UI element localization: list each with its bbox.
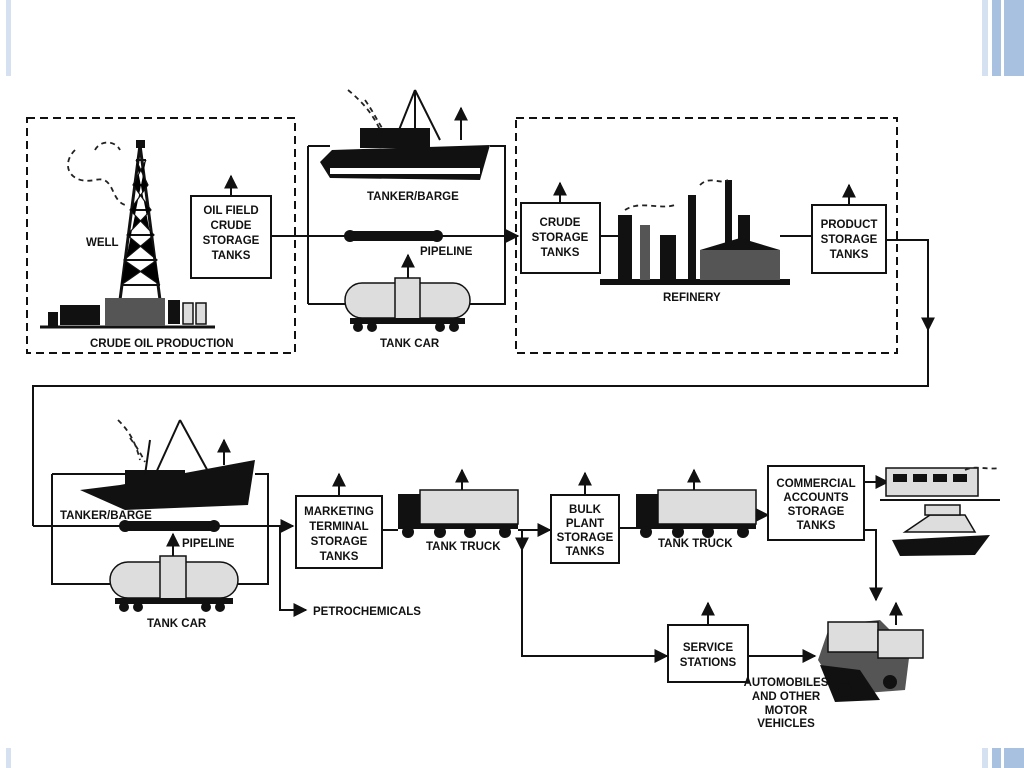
bulk-plant-box: BULK PLANT STORAGE TANKS bbox=[550, 494, 620, 564]
tanker-barge-ship-icon-bottom bbox=[80, 419, 255, 510]
svg-text:TANKS: TANKS bbox=[830, 249, 869, 261]
automobiles-label-line2: AND OTHER bbox=[752, 691, 821, 703]
tank-truck-icon-1 bbox=[398, 468, 519, 538]
svg-text:STATIONS: STATIONS bbox=[680, 657, 737, 669]
commercial-accounts-box: COMMERCIAL ACCOUNTS STORAGE TANKS bbox=[767, 465, 865, 541]
slide-accent-right-top-1 bbox=[982, 0, 988, 76]
slide-accent-right-bottom-3 bbox=[1004, 748, 1024, 768]
crude-oil-production-label: CRUDE OIL PRODUCTION bbox=[90, 338, 234, 350]
crude-storage-box: CRUDE STORAGE TANKS bbox=[520, 202, 601, 274]
refinery-area bbox=[515, 117, 898, 354]
motor-vehicles-icon bbox=[818, 601, 924, 702]
connector-to-vehicles bbox=[864, 529, 883, 602]
automobiles-label-line4: VEHICLES bbox=[757, 718, 815, 730]
slide-accent-left-top bbox=[6, 0, 11, 76]
svg-text:BULK: BULK bbox=[569, 504, 602, 516]
pipeline-icon-bottom bbox=[119, 520, 220, 532]
tank-car-icon-bottom bbox=[109, 532, 239, 612]
boat-icon bbox=[892, 504, 990, 556]
connector-bottom-left-bus bbox=[51, 474, 110, 585]
slide-accent-right-top-2 bbox=[992, 0, 1001, 76]
svg-text:STORAGE: STORAGE bbox=[532, 232, 589, 244]
petrochemicals-label: PETROCHEMICALS bbox=[313, 606, 421, 618]
tank-car-icon-top bbox=[344, 253, 471, 332]
crude-oil-production-area bbox=[26, 117, 296, 354]
slide-accent-right-bottom-2 bbox=[992, 748, 1001, 768]
svg-text:OIL FIELD: OIL FIELD bbox=[203, 205, 258, 217]
automobiles-label-line1: AUTOMOBILES bbox=[744, 677, 829, 689]
svg-text:TANKS: TANKS bbox=[541, 247, 580, 259]
train-icon bbox=[880, 466, 1001, 501]
tanker-barge-ship-icon-top bbox=[320, 89, 490, 180]
automobiles-label-line3: MOTOR bbox=[765, 705, 808, 717]
svg-text:STORAGE: STORAGE bbox=[788, 506, 845, 518]
refinery-label: REFINERY bbox=[663, 292, 721, 304]
pipeline-icon-top bbox=[344, 230, 443, 242]
svg-text:STORAGE: STORAGE bbox=[557, 532, 614, 544]
svg-text:COMMERCIAL: COMMERCIAL bbox=[776, 478, 855, 490]
tanker-barge-label-top: TANKER/BARGE bbox=[367, 191, 459, 203]
connector-to-petrochemicals bbox=[279, 526, 308, 617]
pipeline-label-bottom: PIPELINE bbox=[182, 538, 235, 550]
svg-text:TERMINAL: TERMINAL bbox=[309, 521, 368, 533]
svg-text:PRODUCT: PRODUCT bbox=[821, 219, 878, 231]
svg-text:SERVICE: SERVICE bbox=[683, 642, 734, 654]
tank-car-label-bottom: TANK CAR bbox=[147, 618, 207, 630]
tank-car-label-top: TANK CAR bbox=[380, 338, 440, 350]
svg-text:PLANT: PLANT bbox=[566, 518, 604, 530]
svg-text:STORAGE: STORAGE bbox=[821, 234, 878, 246]
refinery-icon bbox=[600, 179, 790, 285]
connector-return-row bbox=[32, 330, 929, 526]
product-storage-box: PRODUCT STORAGE TANKS bbox=[811, 204, 887, 274]
slide-accent-right-bottom-1 bbox=[982, 748, 988, 768]
svg-text:CRUDE: CRUDE bbox=[540, 217, 581, 229]
tank-truck-label-2: TANK TRUCK bbox=[658, 538, 733, 550]
oil-field-storage-box: OIL FIELD CRUDE STORAGE TANKS bbox=[190, 195, 272, 279]
well-label: WELL bbox=[86, 237, 119, 249]
service-stations-box: SERVICE STATIONS bbox=[667, 624, 749, 683]
svg-text:TANKS: TANKS bbox=[320, 551, 359, 563]
svg-text:MARKETING: MARKETING bbox=[304, 506, 374, 518]
tank-truck-icon-2 bbox=[636, 468, 757, 538]
connector-transport-right-bus bbox=[470, 145, 506, 305]
tanker-barge-label-bottom: TANKER/BARGE bbox=[60, 510, 152, 522]
tank-truck-label-1: TANK TRUCK bbox=[426, 541, 501, 553]
marketing-terminal-box: MARKETING TERMINAL STORAGE TANKS bbox=[295, 495, 383, 569]
svg-text:ACCOUNTS: ACCOUNTS bbox=[783, 492, 848, 504]
slide-accent-right-top-3 bbox=[1004, 0, 1024, 76]
svg-text:TANKS: TANKS bbox=[566, 546, 605, 558]
connector-product-down bbox=[886, 239, 935, 332]
svg-text:TANKS: TANKS bbox=[212, 250, 251, 262]
connector-bottom-right-bus bbox=[238, 473, 269, 585]
connector-to-service-stations bbox=[521, 548, 669, 663]
svg-text:TANKS: TANKS bbox=[797, 520, 836, 532]
oil-well-derrick-icon bbox=[40, 140, 215, 329]
svg-text:STORAGE: STORAGE bbox=[203, 235, 260, 247]
slide-accent-left-bottom bbox=[6, 748, 11, 768]
svg-text:STORAGE: STORAGE bbox=[311, 536, 368, 548]
pipeline-label-top: PIPELINE bbox=[420, 246, 473, 258]
svg-text:CRUDE: CRUDE bbox=[211, 220, 252, 232]
